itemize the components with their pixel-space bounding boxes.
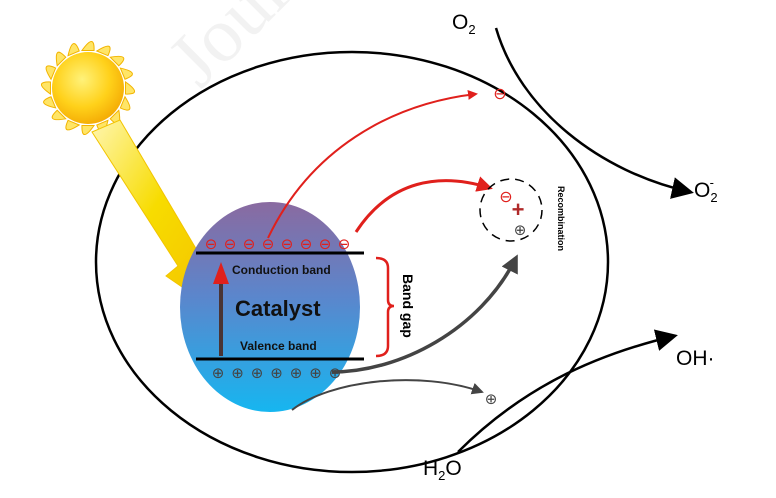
electron-symbol: ⊖	[338, 235, 351, 253]
o2-label: O2	[452, 11, 476, 38]
sun-ray	[119, 95, 131, 111]
recombination-label: Recombination	[556, 186, 566, 252]
hole-symbol: ⊕	[231, 364, 244, 382]
free-hole: ⊕	[485, 390, 498, 408]
sun-ray	[45, 65, 57, 81]
sun-ray	[67, 43, 80, 57]
o2-reduction-arrow	[494, 27, 694, 199]
valence-band-label: Valence band	[240, 339, 317, 353]
band-gap-bracket	[375, 256, 395, 358]
sun-ray	[125, 80, 136, 95]
hole-symbol: ⊕	[290, 364, 303, 382]
band-gap-label: Band gap	[400, 274, 416, 338]
recombining-electron: ⊖	[499, 187, 512, 206]
water-label: H2O	[423, 457, 462, 484]
sun-ray	[80, 40, 95, 51]
hole-symbol: ⊕	[329, 364, 342, 382]
electron-recombination-arrow	[354, 176, 493, 233]
catalyst-title: Catalyst	[235, 296, 321, 321]
electron-symbol: ⊖	[243, 235, 256, 253]
particle-boundary	[94, 50, 610, 474]
conduction-band-label: Conduction band	[232, 263, 331, 277]
hole-migration-arrow	[291, 379, 484, 411]
sun-icon	[40, 40, 136, 136]
sun-ray	[119, 67, 133, 80]
electron-symbol: ⊖	[205, 235, 218, 253]
electron-symbol: ⊖	[281, 235, 294, 253]
sun-ray	[40, 81, 51, 96]
electron-symbol: ⊖	[224, 235, 237, 253]
sun-ray	[109, 55, 125, 67]
sun-ray	[55, 51, 67, 67]
electron-symbol: ⊖	[319, 235, 332, 253]
superoxide-label: O2-	[694, 175, 718, 206]
electron-symbol: ⊖	[300, 235, 313, 253]
hydroxyl-label: OH·	[676, 347, 715, 370]
sun-ray	[65, 119, 81, 131]
electron-symbol: ⊖	[262, 235, 275, 253]
sun-ray	[95, 45, 111, 57]
sun-ray	[81, 125, 96, 136]
hole-symbol: ⊕	[309, 364, 322, 382]
recombination-plus-icon: +	[512, 197, 525, 222]
hole-symbol: ⊕	[270, 364, 283, 382]
hole-row: ⊕ ⊕ ⊕ ⊕ ⊕ ⊕ ⊕	[212, 364, 342, 382]
hole-symbol: ⊕	[212, 364, 225, 382]
sun-ray	[43, 96, 57, 109]
h2o-oxidation-arrow	[457, 329, 678, 453]
free-electron: ⊖	[493, 84, 506, 103]
recombining-hole: ⊕	[514, 221, 527, 239]
hole-symbol: ⊕	[251, 364, 264, 382]
recombination-zone	[479, 178, 543, 242]
sun-ray	[51, 109, 67, 121]
electron-row: ⊖ ⊖ ⊖ ⊖ ⊖ ⊖ ⊖ ⊖	[205, 235, 351, 253]
hole-recombination-arrow	[331, 254, 518, 374]
electron-migration-arrow	[267, 89, 478, 239]
